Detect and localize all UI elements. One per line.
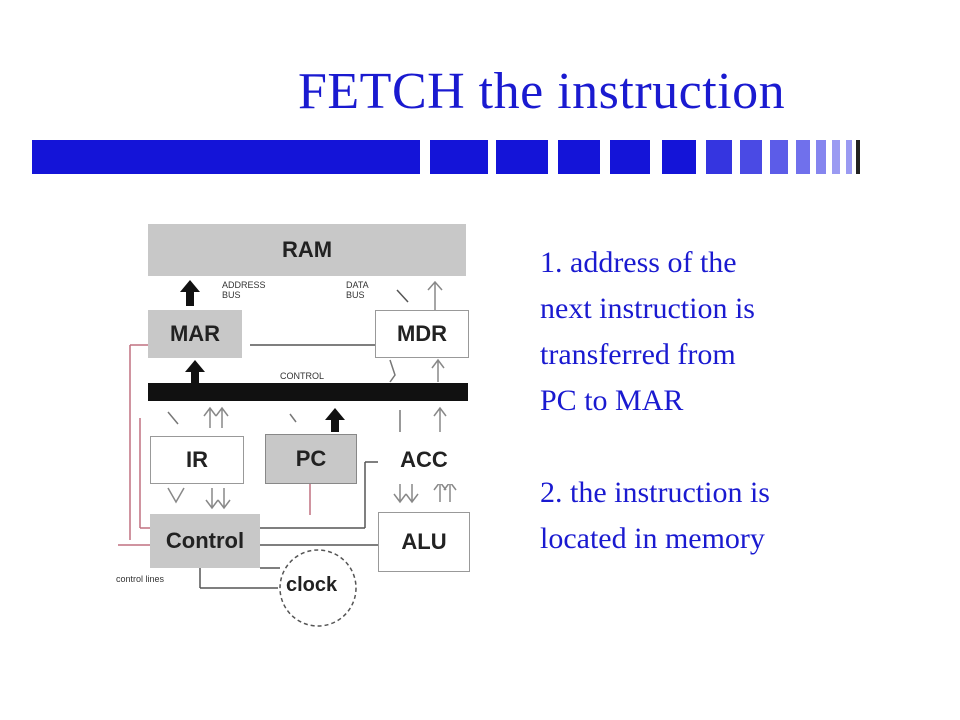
deco-segment bbox=[832, 140, 840, 174]
acc-box: ACC bbox=[378, 436, 470, 484]
ir-label: IR bbox=[186, 447, 208, 472]
pc-box: PC bbox=[265, 434, 357, 484]
slide-title: FETCH the instruction bbox=[298, 63, 786, 120]
deco-segment bbox=[770, 140, 788, 174]
step-2-line: 2. the instruction is bbox=[540, 476, 770, 509]
cpu-diagram: RAM ADDRESS BUS DATA BUS MAR MDR CONTROL… bbox=[100, 210, 500, 630]
deco-segment bbox=[610, 140, 650, 174]
control-lines-label: control lines bbox=[116, 574, 165, 584]
deco-segment bbox=[430, 140, 488, 174]
deco-segment bbox=[856, 140, 860, 174]
deco-segment bbox=[846, 140, 852, 174]
data-bus-label: DATA BUS bbox=[346, 280, 369, 300]
diagram-lines bbox=[118, 280, 468, 627]
step-2: 2. the instruction is located in memory bbox=[540, 470, 770, 562]
address-bus-label: ADDRESS BUS bbox=[222, 280, 266, 300]
mar-label: MAR bbox=[169, 321, 221, 346]
ir-box: IR bbox=[150, 436, 244, 484]
step-1-line: next instruction is bbox=[540, 292, 755, 325]
address-bus-label-line: ADDRESS bbox=[222, 280, 266, 290]
deco-segment bbox=[816, 140, 826, 174]
step-1: 1. address of the next instruction is tr… bbox=[540, 240, 770, 424]
ram-label: RAM bbox=[281, 237, 333, 262]
control-label: Control bbox=[165, 528, 245, 553]
alu-box: ALU bbox=[378, 512, 470, 572]
step-1-line: PC to MAR bbox=[540, 384, 684, 417]
deco-segment bbox=[662, 140, 696, 174]
deco-segment bbox=[796, 140, 810, 174]
acc-label: ACC bbox=[400, 447, 448, 472]
step-1-line: 1. address of the bbox=[540, 246, 737, 279]
data-bus-label-line: BUS bbox=[346, 290, 365, 300]
deco-segment bbox=[706, 140, 732, 174]
mdr-box: MDR bbox=[375, 310, 469, 358]
control-box: Control bbox=[150, 514, 260, 568]
address-bus-label-line: BUS bbox=[222, 290, 241, 300]
alu-label: ALU bbox=[401, 529, 447, 554]
deco-segment bbox=[558, 140, 600, 174]
deco-segment bbox=[740, 140, 762, 174]
mar-box: MAR bbox=[148, 310, 242, 358]
mdr-label: MDR bbox=[396, 321, 448, 346]
deco-segment bbox=[496, 140, 548, 174]
steps-list: 1. address of the next instruction is tr… bbox=[540, 240, 770, 608]
step-1-line: transferred from bbox=[540, 338, 736, 371]
deco-segment bbox=[32, 140, 420, 174]
decorative-bar bbox=[32, 140, 862, 174]
ram-box: RAM bbox=[148, 224, 466, 276]
data-bus-label-line: DATA bbox=[346, 280, 369, 290]
control-bus-label: CONTROL bbox=[280, 371, 325, 381]
clock-label: clock bbox=[286, 574, 338, 596]
pc-label: PC bbox=[295, 446, 327, 471]
step-2-line: located in memory bbox=[540, 522, 765, 555]
